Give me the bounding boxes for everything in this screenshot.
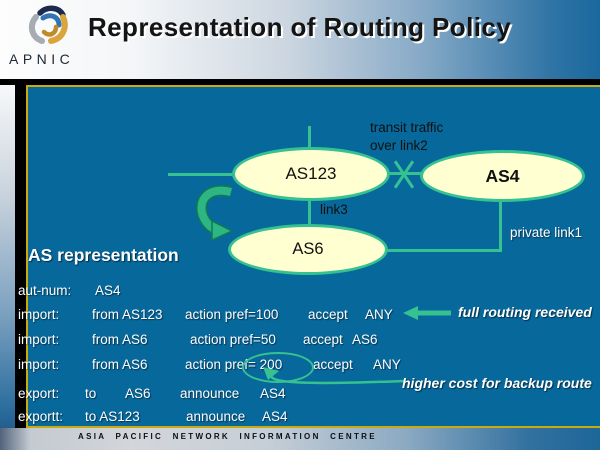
link-left-line <box>168 173 232 176</box>
policy-row-attr: aut-num: <box>18 283 72 298</box>
policy-row-value: from AS6 <box>92 332 148 347</box>
policy-row-attr: import: <box>18 357 60 372</box>
node-as6: AS6 <box>228 224 388 275</box>
footer-org-name: ASIA PACIFIC NETWORK INFORMATION CENTRE <box>78 432 377 441</box>
policy-row-value: ANY <box>365 307 393 322</box>
header-divider <box>0 79 600 85</box>
transit-traffic-label-line2: over link2 <box>370 138 428 153</box>
policy-row-value: AS4 <box>262 409 288 424</box>
policy-row-value: announce <box>186 409 246 424</box>
policy-row-value: accept <box>308 307 348 322</box>
policy-heading: AS representation <box>28 245 179 265</box>
policy-row-value: AS4 <box>95 283 121 298</box>
policy-row-value: action pref=100 <box>185 307 279 322</box>
link-up-line <box>308 126 311 148</box>
left-black-border <box>15 85 26 428</box>
private-link1-label: private link1 <box>510 225 583 240</box>
node-as4-label: AS4 <box>485 165 520 186</box>
footer-band <box>0 428 600 450</box>
header-band <box>0 0 600 79</box>
policy-row-attr: import: <box>18 332 60 347</box>
left-gradient-strip <box>0 85 15 450</box>
policy-row-attr: import: <box>18 307 60 322</box>
apnic-brand-text: APNIC <box>9 51 75 67</box>
private-link-horizontal-line <box>386 249 502 252</box>
policy-row-value: ANY <box>373 357 401 372</box>
link3-line <box>308 201 311 224</box>
node-as6-label: AS6 <box>292 240 324 258</box>
node-as4: AS4 <box>420 150 585 202</box>
private-link-vertical-line <box>499 201 502 252</box>
policy-row-value: accept <box>313 357 353 372</box>
policy-row-value: from AS6 <box>92 357 148 372</box>
policy-row-attr: exportt: <box>18 409 64 424</box>
pointer-line-icon <box>263 367 405 385</box>
policy-row-value: announce <box>180 386 240 401</box>
pref-200-highlight-oval <box>242 352 314 383</box>
node-as123-label: AS123 <box>285 164 337 183</box>
left-arrow-icon <box>403 306 451 320</box>
policy-row-value: AS6 <box>125 386 151 401</box>
policy-row-value: to <box>85 386 97 401</box>
policy-row-value: AS4 <box>260 386 286 401</box>
page-title: Representation of Routing Policy <box>88 12 512 42</box>
node-as123: AS123 <box>232 147 390 201</box>
full-routing-annotation: full routing received <box>458 304 592 320</box>
policy-row-value: action pref=50 <box>190 332 276 347</box>
policy-row-value: accept <box>303 332 343 347</box>
apnic-logo-icon <box>28 5 68 44</box>
higher-cost-annotation: higher cost for backup route <box>402 375 592 391</box>
link3-label: link3 <box>320 202 348 217</box>
policy-row-value: to AS123 <box>85 409 140 424</box>
curved-arrow-icon <box>196 185 234 242</box>
policy-row-attr: export: <box>18 386 60 401</box>
transit-traffic-label-line1: transit traffic <box>370 120 444 135</box>
policy-row-value: AS6 <box>352 332 378 347</box>
policy-row-value: from AS123 <box>92 307 163 322</box>
